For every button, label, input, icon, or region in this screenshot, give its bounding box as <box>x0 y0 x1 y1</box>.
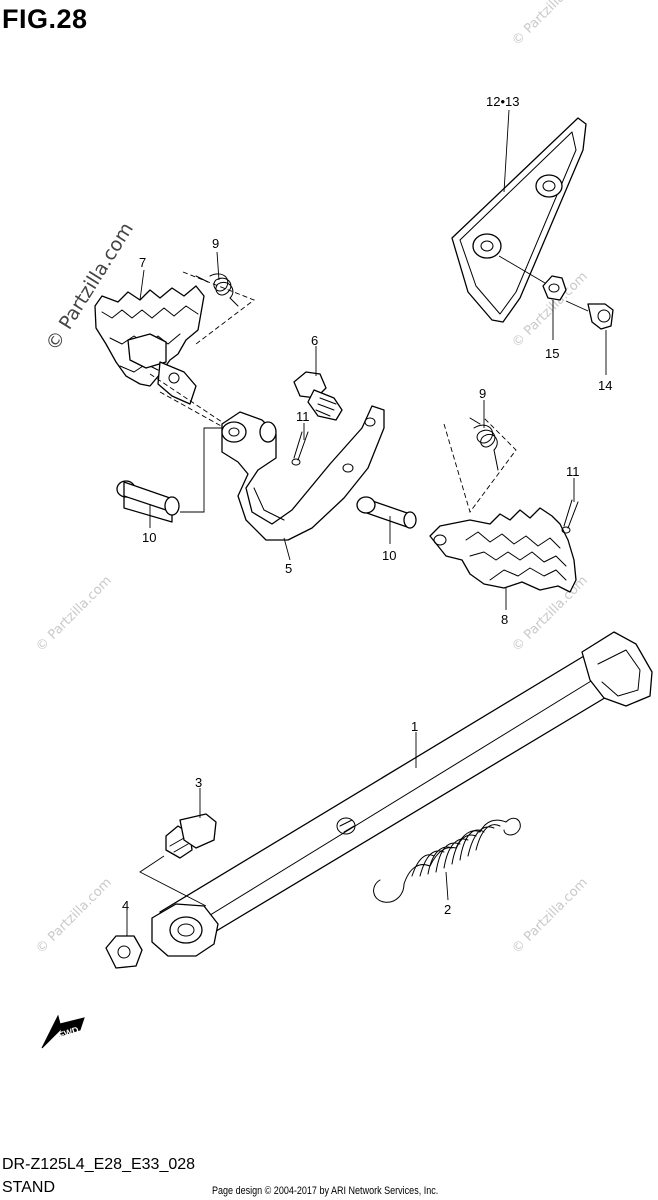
callout-11-right: 11 <box>566 464 580 479</box>
forward-arrow-icon: FWD <box>41 1014 85 1049</box>
watermark: © Partzilla.com <box>509 0 591 49</box>
callout-14: 14 <box>598 378 612 393</box>
footrest-right-part <box>429 507 577 593</box>
footrest-left-part <box>94 285 205 405</box>
callout-10-left: 10 <box>142 530 156 545</box>
figure-name: STAND <box>2 1179 56 1196</box>
figure-code: DR-Z125L4_E28_E33_028 <box>2 1156 196 1173</box>
spring-part-2 <box>373 817 521 903</box>
callout-4: 4 <box>122 898 129 913</box>
page-credit: Page design © 2004-2017 by ARI Network S… <box>212 1185 439 1197</box>
callout-6: 6 <box>311 333 318 348</box>
callout-labels: 12•13 9 7 6 11 9 11 15 14 10 10 5 8 1 3 … <box>122 94 612 917</box>
callout-15: 15 <box>545 346 559 361</box>
callout-7: 7 <box>139 255 146 270</box>
watermark: © Partzilla.com <box>509 875 591 957</box>
side-stand-part <box>151 631 653 957</box>
spring-part-9-right <box>469 417 499 471</box>
callout-3: 3 <box>195 775 202 790</box>
callout-2: 2 <box>444 902 451 917</box>
callout-leaders <box>126 109 607 936</box>
bolt-part-3 <box>165 813 217 859</box>
callout-1: 1 <box>411 719 418 734</box>
callout-10-right: 10 <box>382 548 396 563</box>
nut-part-4 <box>105 935 143 969</box>
callout-9-left: 9 <box>212 236 219 251</box>
guard-plate-part <box>451 117 587 323</box>
callout-12-13: 12•13 <box>486 94 519 109</box>
watermark: © Partzilla.com <box>33 573 115 655</box>
collar-part <box>542 275 567 301</box>
figure-title: FIG.28 <box>2 4 88 34</box>
bolt-part-6 <box>293 371 343 421</box>
callout-9-right: 9 <box>479 386 486 401</box>
callout-8: 8 <box>501 612 508 627</box>
callout-5: 5 <box>285 561 292 576</box>
watermark: © Partzilla.com <box>33 875 115 957</box>
pin-part-10-right <box>356 496 417 529</box>
bolt-part-14 <box>587 303 614 330</box>
bracket-part <box>221 405 385 541</box>
cotter-pin-part-11-left <box>291 431 309 466</box>
pin-part-10-left <box>116 480 180 523</box>
cotter-pin-part-11-right <box>561 499 579 534</box>
callout-11-left: 11 <box>296 409 310 424</box>
